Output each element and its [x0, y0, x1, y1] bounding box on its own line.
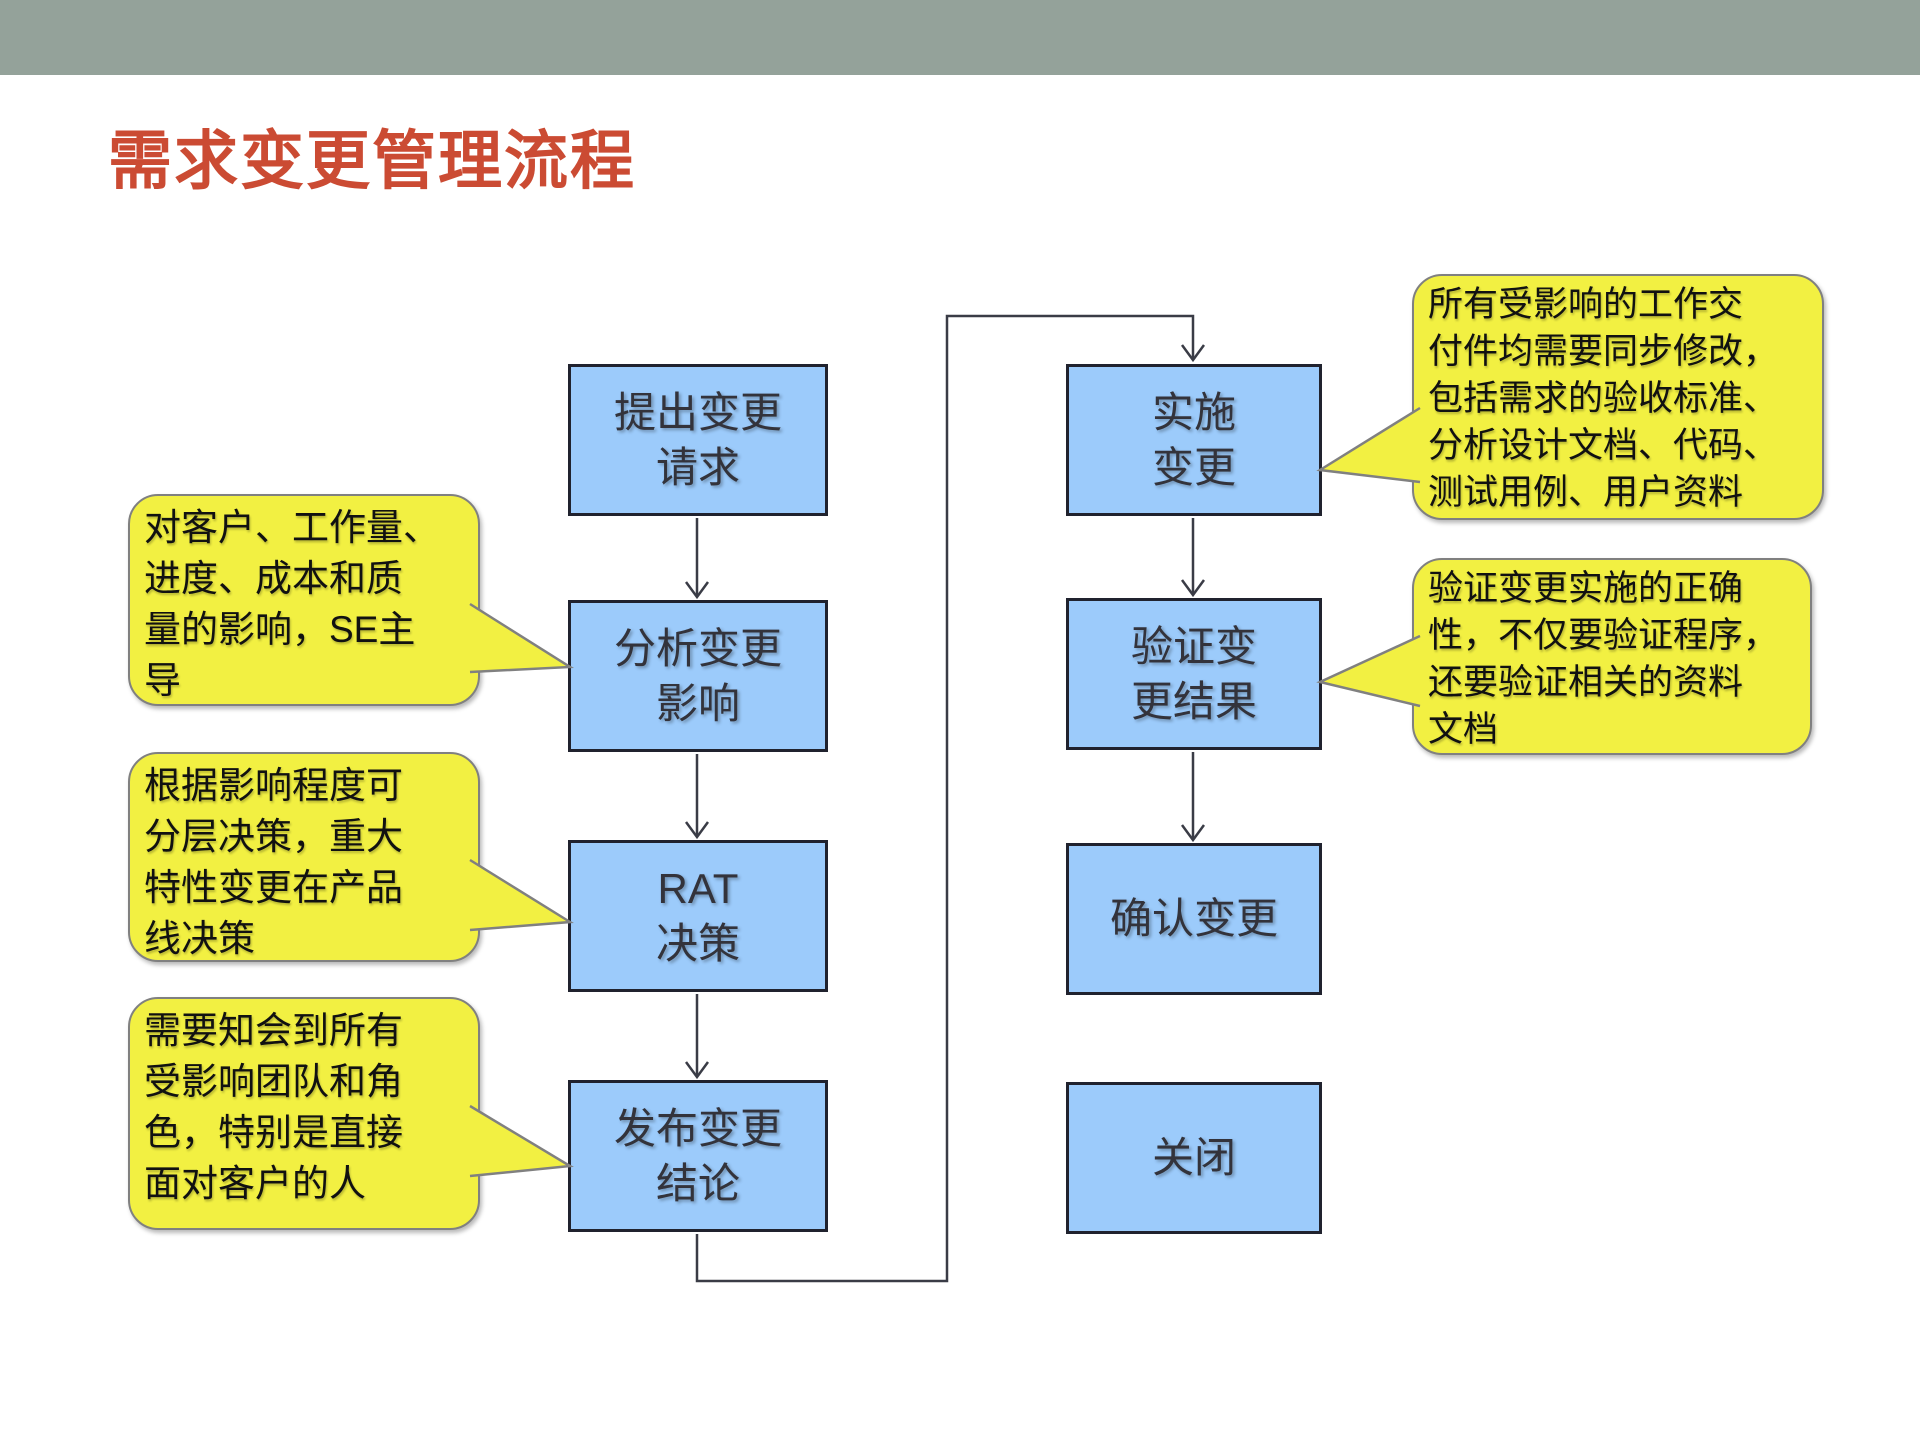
arrowhead [1180, 824, 1206, 843]
flow-box-label: 提出变更 请求 [613, 388, 782, 491]
callout-tail [469, 858, 574, 932]
callout-text: 对客户、工作量、 进度、成本和质 量的影响，SE主 导 [144, 507, 440, 701]
flow-box-label: 实施 变更 [1151, 388, 1236, 491]
callout-text: 所有受影响的工作交 付件均需要同步修改， 包括需求的验收标准、 分析设计文档、代… [1428, 285, 1779, 512]
flow-box-rat-decision: RAT 决策 [568, 840, 828, 992]
arrowhead [1180, 579, 1206, 598]
arrowhead [684, 821, 710, 840]
flow-box-implement-change: 实施 变更 [1066, 364, 1322, 516]
flow-box-publish-change-conclusion: 发布变更 结论 [568, 1080, 828, 1232]
callout-text: 需要知会到所有 受影响团队和角 色，特别是直接 面对客户的人 [144, 1010, 403, 1204]
flow-box-analyze-change-impact: 分析变更 影响 [568, 600, 828, 752]
callout-text: 验证变更实施的正确 性，不仅要验证程序， 还要验证相关的资料 文档 [1428, 569, 1779, 749]
arrowhead [1180, 344, 1206, 363]
header-bar [0, 0, 1920, 75]
callout-text: 根据影响程度可 分层决策，重大 特性变更在产品 线决策 [144, 765, 403, 959]
page-title: 需求变更管理流程 [108, 125, 636, 197]
callout-implement-change-note: 所有受影响的工作交 付件均需要同步修改， 包括需求的验收标准、 分析设计文档、代… [1412, 274, 1824, 520]
flow-box-label: RAT 决策 [655, 864, 740, 967]
flow-box-close: 关闭 [1066, 1082, 1322, 1234]
flow-box-label: 确认变更 [1109, 895, 1278, 943]
flow-box-label: 分析变更 影响 [613, 624, 782, 727]
flow-box-verify-change-result: 验证变 更结果 [1066, 598, 1322, 750]
callout-publish-conclusion-note: 需要知会到所有 受影响团队和角 色，特别是直接 面对客户的人 [128, 997, 480, 1230]
callout-tail [1316, 406, 1421, 484]
flow-box-confirm-change: 确认变更 [1066, 843, 1322, 995]
callout-tail [469, 602, 575, 674]
arrowhead [684, 1061, 710, 1080]
callout-verify-result-note: 验证变更实施的正确 性，不仅要验证程序， 还要验证相关的资料 文档 [1412, 558, 1812, 755]
flow-box-label: 验证变 更结果 [1130, 622, 1257, 725]
callout-rat-decision-note: 根据影响程度可 分层决策，重大 特性变更在产品 线决策 [128, 752, 480, 962]
callout-tail [469, 1104, 574, 1178]
callout-analyze-impact-note: 对客户、工作量、 进度、成本和质 量的影响，SE主 导 [128, 494, 480, 706]
flow-box-label: 关闭 [1151, 1134, 1236, 1182]
flow-box-label: 发布变更 结论 [613, 1104, 782, 1207]
callout-tail [1316, 634, 1421, 708]
arrowhead [684, 581, 710, 600]
flow-box-raise-change-request: 提出变更 请求 [568, 364, 828, 516]
